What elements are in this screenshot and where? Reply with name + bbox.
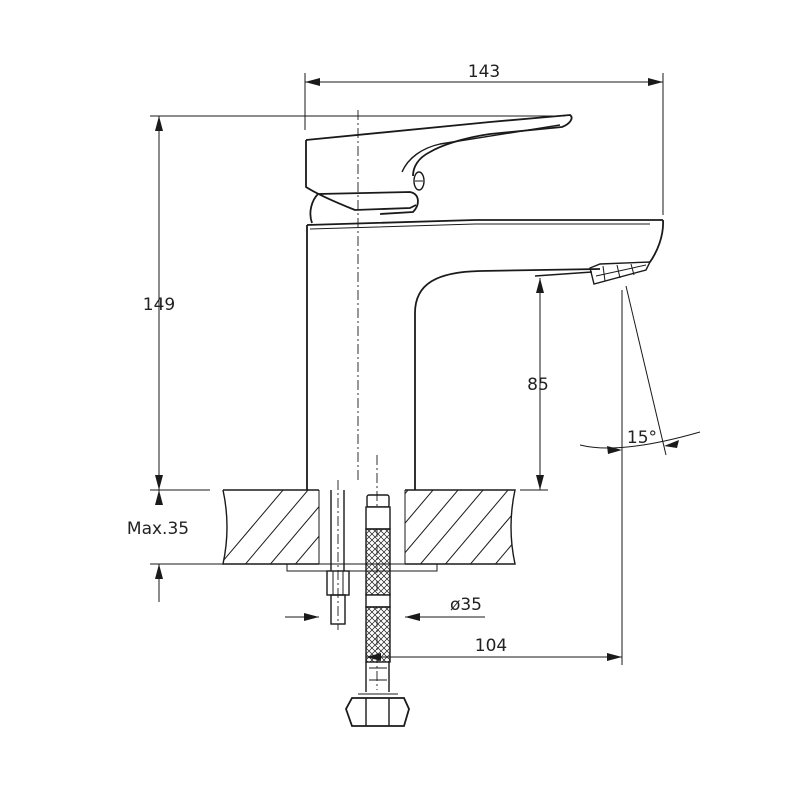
dim-max-thickness-label: Max.35 <box>127 519 189 539</box>
hex-nut <box>345 697 410 727</box>
dim-spout-height-label: 85 <box>527 375 549 395</box>
faucet-body <box>306 219 664 490</box>
lever-handle <box>305 114 573 224</box>
dim-height-total-label: 149 <box>143 295 175 315</box>
dim-spout-height: 85 <box>520 278 549 491</box>
dim-max-thickness: Max.35 <box>127 490 225 602</box>
dim-hole-diameter-label: ø35 <box>450 595 482 615</box>
aerator <box>589 261 652 285</box>
dim-width-total: 143 <box>304 62 664 215</box>
set-screw <box>413 171 425 191</box>
dim-width-total-label: 143 <box>468 62 500 82</box>
mounting-washer <box>286 563 438 572</box>
dim-height-total: 149 <box>143 115 565 491</box>
dim-hole-diameter: ø35 <box>285 595 485 621</box>
mounting-stud <box>326 490 350 625</box>
dim-spray-angle-label: 15° <box>627 428 657 448</box>
dim-spray-angle: 15° <box>579 285 701 665</box>
supply-hose <box>345 494 410 727</box>
dim-reach-label: 104 <box>475 636 507 656</box>
dim-reach: 104 <box>366 636 622 661</box>
